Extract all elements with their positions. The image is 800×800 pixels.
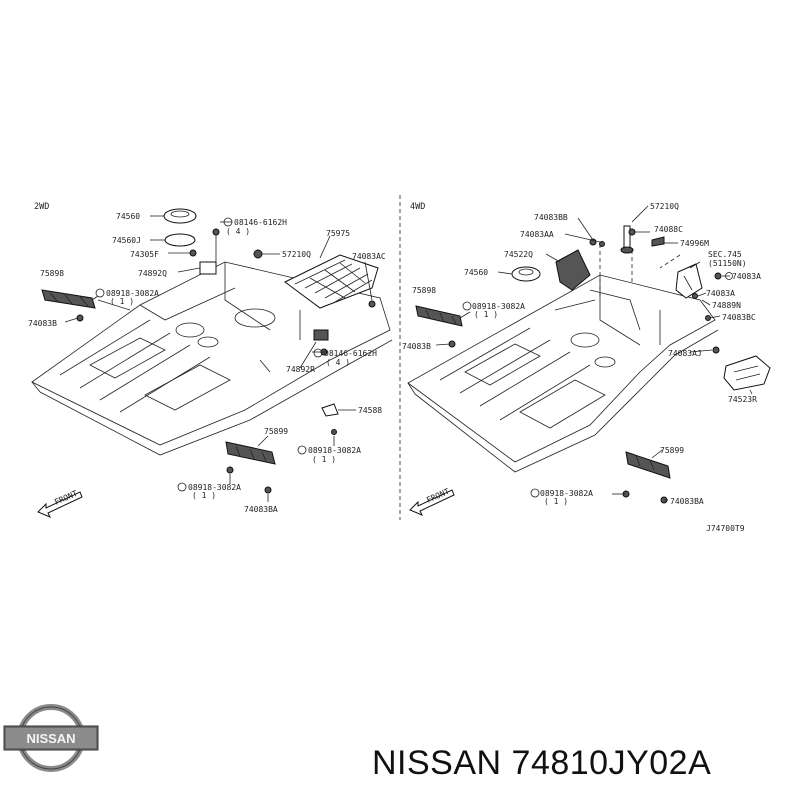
part-57210q-grommet — [253, 249, 263, 259]
label-74305f: 74305F — [130, 250, 159, 259]
label-qty1-bottom: ( 1 ) — [192, 491, 216, 500]
part-74083a-clip — [692, 293, 698, 299]
section-label-4wd: 4WD — [410, 202, 425, 212]
label-08918-bottom-4wd: 08918-3082A — [540, 489, 593, 498]
label-75899-right: 75899 — [660, 446, 684, 455]
label-74523r: 74523R — [728, 395, 757, 404]
floor-panel-2wd — [31, 261, 393, 456]
part-74305f-clip — [189, 249, 197, 257]
label-75975: 75975 — [326, 229, 350, 238]
part-74083aa-clip — [599, 241, 605, 247]
section-label-2wd: 2WD — [34, 202, 49, 212]
part-75898-bracket — [41, 289, 96, 309]
label-74083ac: 74083AC — [352, 252, 386, 261]
label-qty1-mid: ( 1 ) — [474, 310, 498, 319]
label-74083b: 74083B — [28, 319, 57, 328]
n-markers-4wd — [462, 272, 733, 498]
label-57210q: 57210Q — [282, 250, 311, 259]
label-74083aa: 74083AA — [520, 230, 554, 239]
label-74083bb: 74083BB — [534, 213, 568, 222]
label-74560-4wd: 74560 — [464, 268, 488, 277]
label-qty4-top: ( 4 ) — [226, 227, 250, 236]
part-74083ac-clip — [368, 300, 376, 308]
part-74560j-ring — [164, 233, 196, 247]
label-74560j: 74560J — [112, 236, 141, 245]
label-74083ba-left: 74083BA — [244, 505, 278, 514]
front-arrow-2wd — [37, 491, 83, 518]
label-sec745: SEC.745 — [708, 250, 742, 259]
part-75899-bracket-left — [225, 441, 276, 465]
label-74088c: 74088C — [654, 225, 683, 234]
label-74083a: 74083A — [706, 289, 735, 298]
part-74892r-bracket — [313, 329, 329, 341]
part-74560-4wd-cap — [511, 266, 541, 282]
label-74889n: 74889N — [712, 301, 741, 310]
part-74083bc-clip — [705, 315, 711, 321]
label-08918-bottom: 08918-3082A — [188, 483, 241, 492]
label-74083a-top: 74083A — [732, 272, 761, 281]
part-75975-undercover — [284, 254, 379, 309]
label-74083aj: 74083AJ — [668, 349, 702, 358]
part-74996m-clip — [651, 236, 665, 247]
label-74892q: 74892Q — [138, 269, 167, 278]
label-75899-left: 75899 — [264, 427, 288, 436]
label-74892r: 74892R — [286, 365, 315, 374]
part-74560-cap — [163, 208, 197, 224]
label-08146-top: 08146-6162H — [234, 218, 287, 227]
label-51150n: (51150N) — [708, 259, 747, 268]
label-08918-left: 08918-3082A — [106, 289, 159, 298]
label-qty1-bottom-4wd: ( 1 ) — [544, 497, 568, 506]
part-75899-bracket-right — [625, 451, 671, 479]
part-74083aj-clip — [712, 346, 720, 354]
label-57210q-4wd: 57210Q — [650, 202, 679, 211]
label-qty1-right: ( 1 ) — [312, 455, 336, 464]
label-08146-bot: 08146-6162H — [324, 349, 377, 358]
part-74588-clip — [321, 403, 339, 417]
label-08918-mid: 08918-3082A — [472, 302, 525, 311]
label-75898-4wd: 75898 — [412, 286, 436, 295]
part-57210q-4wd — [620, 225, 634, 254]
diagram-code: J74700T9 — [706, 524, 745, 533]
part-75898-4wd-bracket — [415, 305, 463, 327]
label-74083b-4wd: 74083B — [402, 342, 431, 351]
label-08918-right: 08918-3082A — [308, 446, 361, 455]
label-74996m: 74996M — [680, 239, 709, 248]
nissan-logo: NISSAN — [3, 704, 99, 772]
label-qty4-bot: ( 4 ) — [326, 358, 350, 367]
leaders-4wd — [435, 205, 753, 501]
n-markers-2wd — [95, 217, 323, 492]
label-74083ba-4wd: 74083BA — [670, 497, 704, 506]
label-74588: 74588 — [358, 406, 382, 415]
part-08146-top-bolt — [212, 228, 220, 236]
front-arrow-4wd — [409, 489, 455, 516]
part-74522q-bracket — [555, 249, 591, 291]
nissan-logo-text: NISSAN — [26, 731, 75, 746]
part-74523r-cover — [723, 355, 771, 391]
part-74889n-heat-shield — [675, 263, 703, 299]
part-74083a-top-clip — [714, 272, 722, 280]
part-74892q-bracket — [199, 261, 217, 275]
floor-panel-4wd — [407, 274, 719, 473]
label-74522q: 74522Q — [504, 250, 533, 259]
label-qty1-left: ( 1 ) — [110, 297, 134, 306]
part-number-caption: NISSAN 74810JY02A — [372, 744, 712, 782]
label-74083bc: 74083BC — [722, 313, 756, 322]
label-74560: 74560 — [116, 212, 140, 221]
label-75898: 75898 — [40, 269, 64, 278]
part-74083ba-clip-left — [264, 486, 272, 494]
leaders-2wd — [64, 215, 373, 502]
